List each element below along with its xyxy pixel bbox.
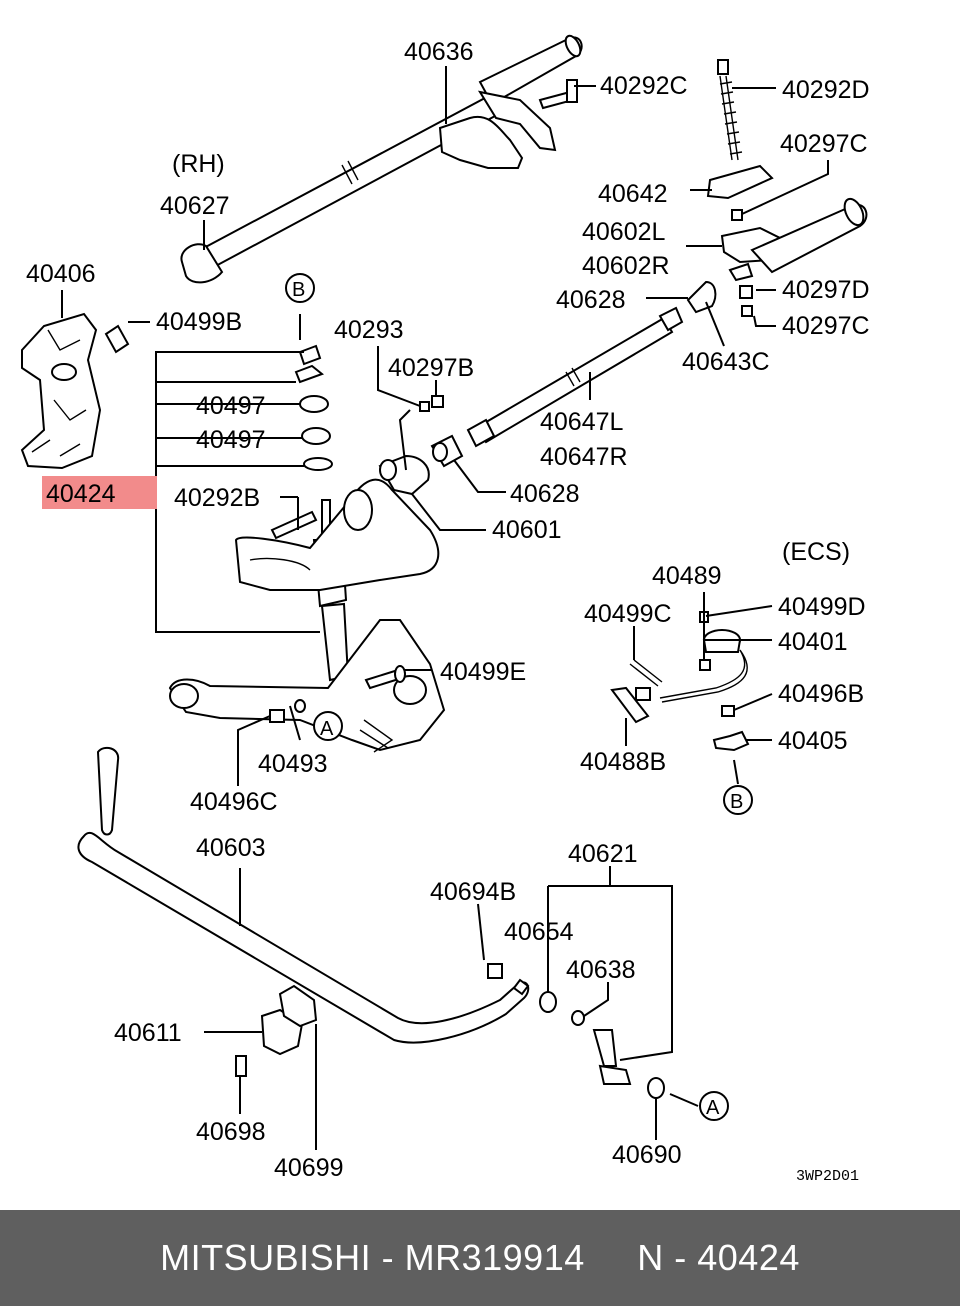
label-40292C: 40292C: [600, 72, 688, 100]
label-40405: 40405: [778, 727, 848, 755]
label-40499D: 40499D: [778, 593, 866, 621]
label-40406: 40406: [26, 260, 96, 288]
label-40292D: 40292D: [782, 76, 870, 104]
lower-arm: [168, 619, 446, 753]
label-40499E: 40499E: [440, 658, 526, 686]
label-40496C: 40496C: [190, 788, 278, 816]
label-40499C: 40499C: [584, 600, 672, 628]
circle-a-mid: [313, 711, 343, 741]
parts-diagram: A B A B: [20, 34, 870, 1185]
label-40488B: 40488B: [580, 748, 666, 776]
bracket-40699: [278, 984, 318, 1028]
circle-b-top: [285, 273, 315, 303]
bolt-40292B: [270, 510, 318, 540]
stabilizer-bar-40603: [77, 746, 530, 1044]
label-40297C-top: 40297C: [780, 130, 868, 158]
label-rh: (RH): [172, 150, 225, 178]
washer-40493: [294, 699, 306, 713]
label-40602R: 40602R: [582, 252, 670, 280]
washer-40690: [647, 1077, 665, 1099]
nut-40297C-top: [731, 209, 743, 221]
label-40499B: 40499B: [156, 308, 242, 336]
label-40497-b: 40497: [196, 426, 266, 454]
callout-labels: 40636 40292C 40292D (RH) 40297C 40627 40…: [26, 38, 870, 1185]
nut-40496B: [721, 705, 735, 717]
label-40643C: 40643C: [682, 348, 770, 376]
label-40627: 40627: [160, 192, 230, 220]
circle-b-bot: [723, 785, 753, 815]
nut-40297D: [739, 285, 753, 299]
label-40654: 40654: [504, 918, 574, 946]
label-ecs: (ECS): [782, 538, 850, 566]
link-40621: [592, 1029, 632, 1085]
nut-40694B: [487, 963, 503, 979]
label-40636: 40636: [404, 38, 474, 66]
circle-a-bot: [699, 1091, 729, 1121]
label-40611: 40611: [114, 1019, 182, 1047]
nut-40297C-mid: [741, 305, 753, 317]
label-40698: 40698: [196, 1118, 266, 1146]
label-40628-bottom: 40628: [510, 480, 580, 508]
label-40621: 40621: [568, 840, 638, 868]
label-40694B: 40694B: [430, 878, 516, 906]
circle-a-mid-label: A: [320, 718, 334, 740]
label-40638: 40638: [566, 956, 636, 984]
label-40601: 40601: [492, 516, 562, 544]
label-40297C-mid: 40297C: [782, 312, 870, 340]
bracket-40406: [20, 312, 102, 470]
label-40424: 40424: [46, 480, 116, 508]
circle-b-top-label: B: [292, 279, 305, 301]
label-40493: 40493: [258, 750, 328, 778]
nut-40293: [419, 401, 430, 412]
block-40642: [706, 164, 774, 200]
footer-caption: MITSUBISHI - MR319914 N - 40424: [160, 1237, 800, 1278]
label-40297B: 40297B: [388, 354, 474, 382]
label-40642: 40642: [598, 180, 668, 208]
bracket-40405: [712, 730, 750, 752]
label-40497-a: 40497: [196, 392, 266, 420]
anchor-40601: [378, 454, 430, 496]
bolt-40292C: [538, 79, 578, 110]
leader-lines: [61, 66, 829, 1150]
ecs-bracket-40488B: [610, 686, 651, 724]
label-40293: 40293: [334, 316, 404, 344]
label-40699: 40699: [274, 1154, 344, 1182]
bolt-40499B: [104, 324, 130, 354]
circle-a-bot-label: A: [706, 1097, 720, 1119]
torsion-arm-40602: [720, 197, 868, 282]
label-40401: 40401: [778, 628, 848, 656]
circle-b-bot-label: B: [730, 791, 743, 813]
nut-40297B: [431, 395, 444, 408]
upper-arm: [234, 478, 440, 591]
label-40297D: 40297D: [782, 276, 870, 304]
bushing-40654: [539, 991, 557, 1013]
torsion-bar-40647: [466, 306, 684, 448]
label-40489: 40489: [652, 562, 722, 590]
washer-40638: [571, 1010, 585, 1026]
bracket-40636: [438, 90, 557, 169]
label-40647R: 40647R: [540, 443, 628, 471]
label-40628-top: 40628: [556, 286, 626, 314]
bolt-40499E: [364, 665, 406, 690]
nut-40496C: [269, 709, 285, 723]
bolt-40292D: [717, 59, 743, 161]
nut-40489: [699, 659, 711, 671]
bolt-40698: [235, 1055, 247, 1077]
bolt-40499C: [629, 659, 663, 687]
label-40647L: 40647L: [540, 408, 624, 436]
label-40496B: 40496B: [778, 680, 864, 708]
highlight-40424: [42, 476, 157, 509]
label-40603: 40603: [196, 834, 266, 862]
label-40690: 40690: [612, 1141, 682, 1169]
footer-bar: MITSUBISHI - MR319914 N - 40424: [0, 1210, 960, 1306]
boot-40628-bottom: [430, 434, 464, 468]
label-40292B: 40292B: [174, 484, 260, 512]
label-40602L: 40602L: [582, 218, 666, 246]
diagram-code: 3WP2D01: [796, 1168, 859, 1185]
boot-40628-top: [686, 280, 717, 314]
torsion-bar-rh: [180, 34, 583, 284]
